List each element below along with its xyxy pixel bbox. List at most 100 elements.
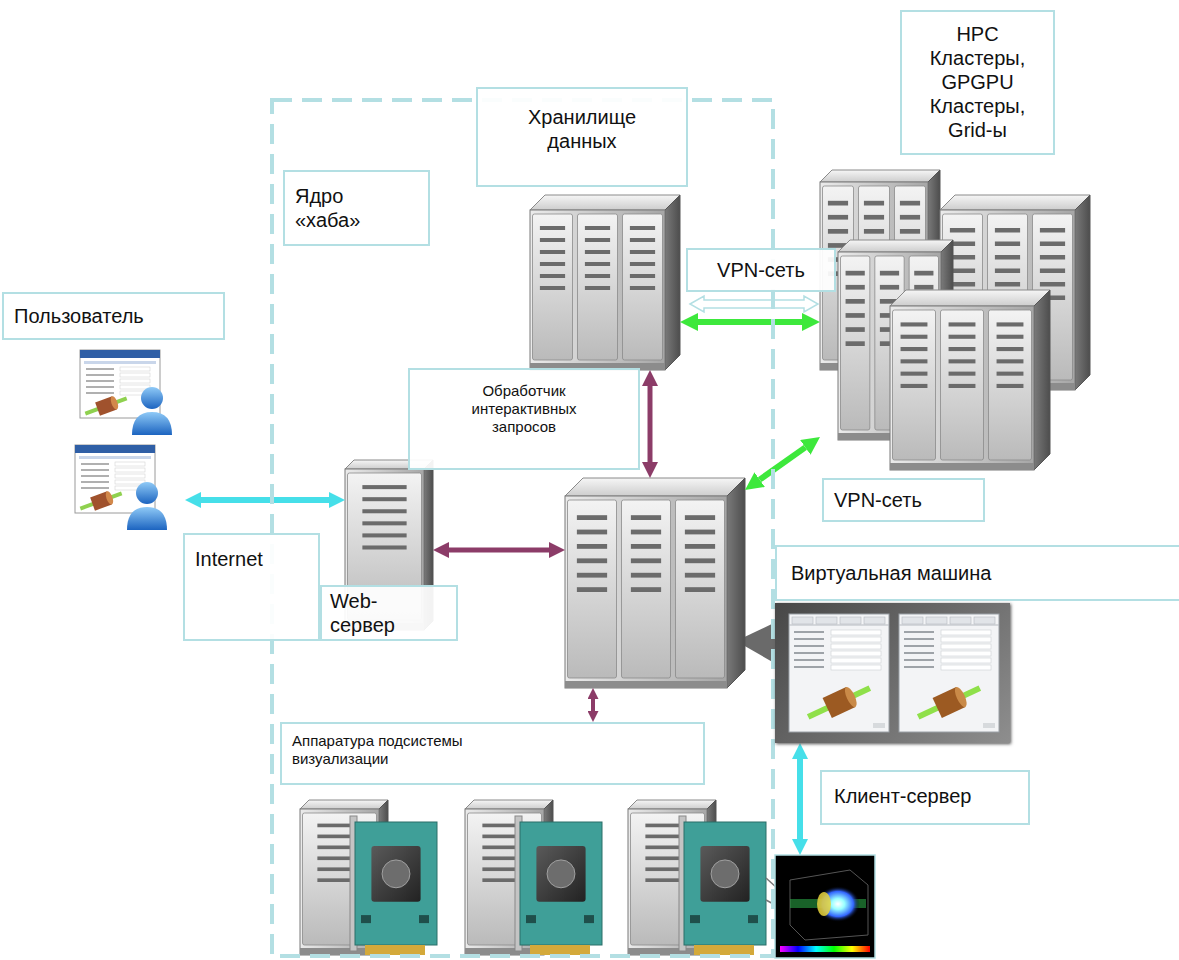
card-contacts — [530, 945, 590, 955]
node-label: Web-сервер — [320, 585, 458, 641]
drive-slot — [846, 271, 865, 276]
drive-slot — [585, 250, 610, 254]
tab — [902, 617, 923, 624]
vm-screens — [775, 603, 1010, 743]
note-label: Клиент-сервер — [820, 770, 1030, 825]
drive-slot — [828, 229, 848, 234]
server-bay — [841, 256, 870, 430]
app-screenshot — [789, 614, 889, 732]
server-icon — [530, 195, 680, 370]
card-chip — [526, 915, 536, 923]
label-text: Хранилище данных — [517, 105, 647, 153]
field-caption — [904, 652, 934, 654]
cylinder-picture — [914, 678, 985, 727]
drive-slot — [540, 262, 565, 266]
drive-slot — [846, 285, 865, 290]
person-head — [136, 482, 158, 504]
node-label: Аппаратура подсистемы визуализации — [280, 722, 705, 785]
drive-slot — [631, 573, 661, 578]
label-text: Пользователь — [14, 304, 144, 328]
drive-slot — [1040, 282, 1065, 287]
form-caption — [81, 487, 109, 489]
user-group: Пользователь — [75, 345, 185, 532]
drive-slot — [846, 341, 865, 346]
server-bay — [623, 214, 663, 360]
card-contacts — [694, 945, 754, 955]
drive-slot — [900, 201, 920, 206]
server-bay — [893, 310, 936, 460]
form-caption — [86, 380, 114, 382]
node-label: Пользователь — [2, 292, 225, 340]
drive-slot — [1040, 228, 1065, 233]
card-fan — [382, 860, 410, 888]
drive-slot — [685, 558, 715, 563]
card-chip — [361, 915, 371, 923]
cylinder-picture — [804, 678, 875, 727]
volume-box — [790, 870, 868, 940]
card-board — [355, 822, 437, 945]
form-field — [115, 480, 145, 484]
server-bay — [622, 500, 671, 678]
tab — [974, 617, 995, 624]
drive-slot — [901, 359, 928, 363]
drive-slot — [362, 521, 406, 525]
drive-slot — [828, 201, 848, 206]
drive-slot — [585, 238, 610, 242]
drive-slot — [949, 384, 976, 388]
person-body — [132, 412, 172, 435]
tab — [950, 617, 971, 624]
label-text: HPC Кластеры, GPGPU Кластеры, Grid-ы — [918, 22, 1038, 142]
drive-slot — [846, 327, 865, 332]
drive-slot — [997, 372, 1024, 376]
cylinder-picture — [83, 392, 129, 420]
drive-slot — [631, 544, 661, 549]
connector-arrow — [449, 548, 549, 553]
storage-server: Хранилище данных — [530, 195, 680, 370]
drive-slot — [997, 347, 1024, 351]
user-icon — [80, 350, 172, 435]
card-fan — [711, 860, 739, 888]
drive-slot — [846, 299, 865, 304]
drive-slot — [362, 497, 406, 501]
drive-slot — [630, 226, 655, 230]
field-caption — [904, 645, 934, 647]
node-label: Обработчик интерактивных запросов — [408, 368, 640, 470]
request-handler-server: Обработчик интерактивных запросов — [565, 478, 745, 688]
drive-slot — [630, 238, 655, 242]
field — [941, 630, 991, 635]
form-field — [115, 474, 145, 478]
drive-slot — [995, 255, 1020, 260]
person-body — [127, 507, 167, 530]
field — [941, 637, 991, 642]
drive-slot — [540, 286, 565, 290]
edge-label: VPN-сеть — [686, 248, 836, 292]
drive-slot — [631, 558, 661, 563]
edge-label: Internet — [183, 533, 320, 641]
drive-slot — [362, 533, 406, 537]
visualization-image — [775, 855, 875, 958]
drive-slot — [540, 226, 565, 230]
drive-slot — [362, 545, 406, 549]
drive-slot — [630, 262, 655, 266]
browser-bar — [84, 361, 156, 364]
connector-arrow — [201, 497, 329, 503]
tab — [792, 617, 813, 624]
rod — [917, 685, 981, 719]
browser-header — [75, 445, 155, 453]
drive-slot — [950, 242, 975, 247]
form-caption — [86, 392, 114, 394]
drive-slot — [864, 215, 884, 220]
drive-slot — [950, 228, 975, 233]
field-caption — [794, 652, 824, 654]
drive-slot — [630, 250, 655, 254]
rod — [85, 397, 128, 416]
server-bay — [676, 500, 725, 678]
visualization-hardware: Аппаратура подсистемы визуализации — [280, 722, 775, 958]
drive-slot — [901, 335, 928, 339]
screen — [899, 614, 999, 732]
field-caption — [904, 666, 934, 668]
user-icon — [75, 445, 167, 530]
drive-slot — [997, 335, 1024, 339]
drive-slot — [880, 285, 899, 290]
card-cooler — [700, 846, 749, 902]
